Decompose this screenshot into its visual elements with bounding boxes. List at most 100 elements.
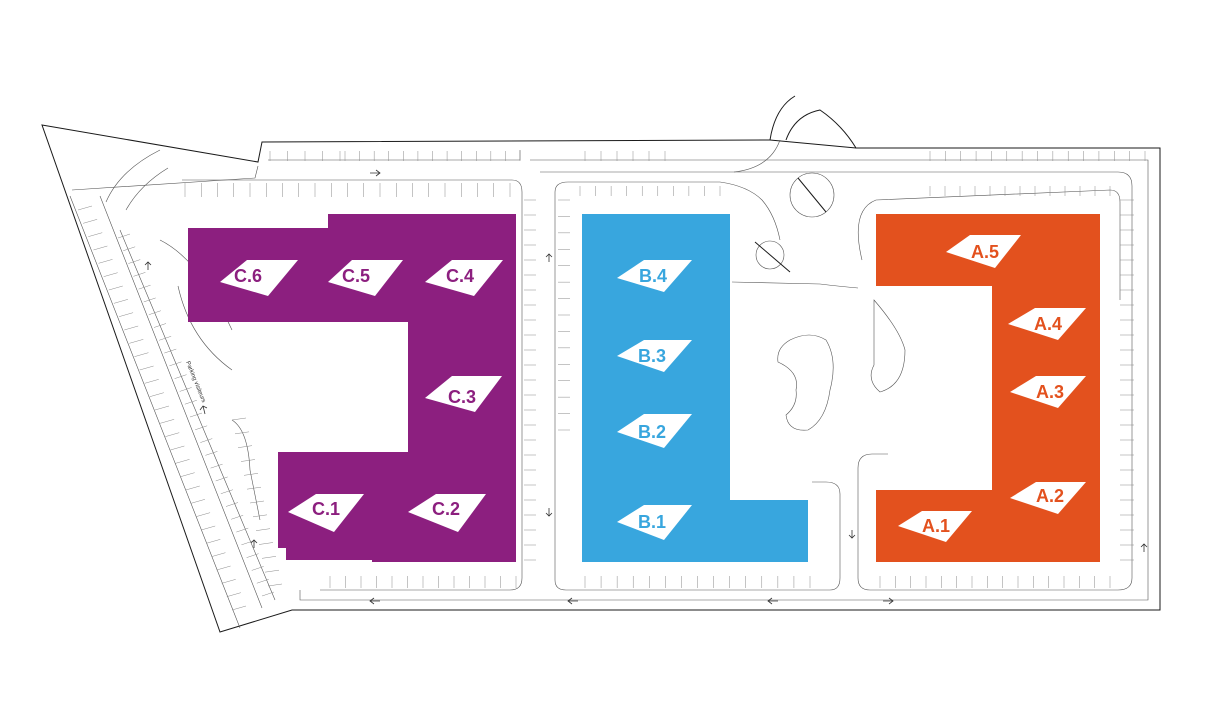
parking-stall-line [103, 272, 118, 277]
parking-stall-line [258, 542, 274, 545]
unit-b2-label: B.2 [638, 422, 666, 442]
unit-c5-label-bg [328, 260, 403, 296]
parking-stall-line [231, 605, 247, 611]
parking-visitors-label: Parking visiteurs [184, 361, 206, 404]
unit-a3-label: A.3 [1036, 382, 1064, 402]
parking-stall-line [174, 374, 187, 379]
parking-stall-line [201, 525, 216, 531]
unit-c1[interactable]: C.1 [278, 452, 372, 560]
parking-stall-line [165, 432, 180, 437]
unit-c5-label: C.5 [342, 266, 370, 286]
parking-stall-line [215, 476, 228, 482]
unit-c4-label: C.4 [446, 266, 474, 286]
parking-stall-line [200, 438, 213, 443]
unit-b2[interactable]: B.2 [582, 394, 730, 462]
unit-b1-label-bg [617, 505, 692, 540]
unit-a1-label-bg [898, 511, 972, 542]
parking-stall-line [129, 339, 144, 344]
parking-stall-line [220, 489, 233, 494]
unit-b3-label: B.3 [638, 346, 666, 366]
parking-stall-line [149, 392, 164, 397]
parking-stall-line [255, 528, 271, 531]
unit-b1[interactable]: B.1 [582, 462, 808, 562]
parking-stall-line [234, 431, 250, 435]
parking-stall-line [237, 445, 253, 448]
unit-c3[interactable]: C.3 [408, 346, 516, 452]
unit-b1-shape [582, 462, 808, 562]
unit-c6-label-bg [220, 260, 298, 296]
unit-a5[interactable]: A.5 [876, 214, 1100, 286]
unit-b1-label: B.1 [638, 512, 666, 532]
parking-stall-line [185, 485, 200, 491]
parking-stall-line [169, 361, 182, 367]
parking-stall-line [108, 285, 123, 291]
parking-stall-line [226, 592, 241, 597]
unit-a3[interactable]: A.3 [992, 354, 1100, 428]
unit-a2[interactable]: A.2 [992, 428, 1100, 562]
parking-stall-line [83, 219, 98, 224]
unit-c4-label-bg [425, 260, 503, 296]
parking-stall-line [138, 284, 151, 290]
parking-stall-line [195, 425, 208, 431]
parking-stall-line [139, 365, 154, 371]
parking-stall-line [128, 259, 141, 264]
unit-b3[interactable]: B.3 [582, 318, 730, 394]
unit-c5[interactable]: C.5 [328, 214, 408, 322]
parking-stall-line [184, 399, 197, 405]
parking-stall-line [164, 348, 177, 354]
unit-a2-label: A.2 [1036, 486, 1064, 506]
unit-b3-label-bg [617, 340, 692, 372]
unit-c2-label-bg [408, 494, 486, 532]
parking-stall-line [175, 459, 190, 464]
parking-stall-line [231, 515, 244, 520]
parking-stall-line [246, 486, 262, 490]
parking-stall-line [261, 591, 275, 597]
parking-stall-line [225, 502, 239, 507]
parking-stall-line [180, 472, 195, 477]
parking-stall-line [153, 323, 167, 328]
unit-a1[interactable]: A.1 [876, 490, 992, 562]
unit-a2-label-bg [1010, 482, 1086, 514]
parking-stall-line [241, 540, 254, 546]
parking-stall-line [144, 379, 159, 384]
unit-c6[interactable]: C.6 [188, 228, 328, 322]
parking-stall-line [256, 578, 269, 584]
parking-stall-line [261, 556, 277, 559]
parking-stall-line [216, 565, 231, 571]
parking-stall-line [195, 512, 211, 517]
unit-a4[interactable]: A.4 [992, 286, 1100, 354]
parking-stall-line [117, 233, 131, 239]
unit-c6-label: C.6 [234, 266, 262, 286]
parking-stall-line [143, 297, 156, 303]
parking-stall-line [118, 312, 134, 317]
unit-b4-label-bg [617, 260, 692, 292]
parking-stall-line [190, 499, 206, 504]
unit-c1-label: C.1 [312, 499, 340, 519]
parking-stall-line [249, 500, 265, 504]
unit-c4[interactable]: C.4 [408, 214, 516, 346]
unit-b2-label-bg [617, 414, 692, 448]
parking-stall-line [246, 553, 259, 558]
parking-stall-line [205, 451, 218, 456]
parking-stall-line [170, 445, 185, 451]
parking-stall-line [211, 552, 226, 557]
parking-stall-line [179, 387, 192, 392]
parking-stall-line [267, 583, 283, 587]
parking-stall-line [189, 412, 203, 418]
parking-stall-line [243, 473, 259, 476]
parking-stall-line [88, 232, 103, 237]
parking-stall-line [98, 259, 113, 264]
unit-b4[interactable]: B.4 [582, 214, 730, 318]
parking-stall-line [210, 463, 223, 469]
parking-stall-line [251, 566, 264, 571]
unit-c2[interactable]: C.2 [372, 452, 516, 562]
parking-stall-line [124, 325, 139, 331]
parking-stall-line [93, 245, 108, 251]
unit-c1-label-bg [288, 494, 364, 532]
unit-a5-label: A.5 [971, 242, 999, 262]
unit-c2-label: C.2 [432, 499, 460, 519]
unit-c3-label: C.3 [448, 387, 476, 407]
parking-stall-line [160, 419, 175, 424]
unit-a1-label: A.1 [922, 516, 950, 536]
